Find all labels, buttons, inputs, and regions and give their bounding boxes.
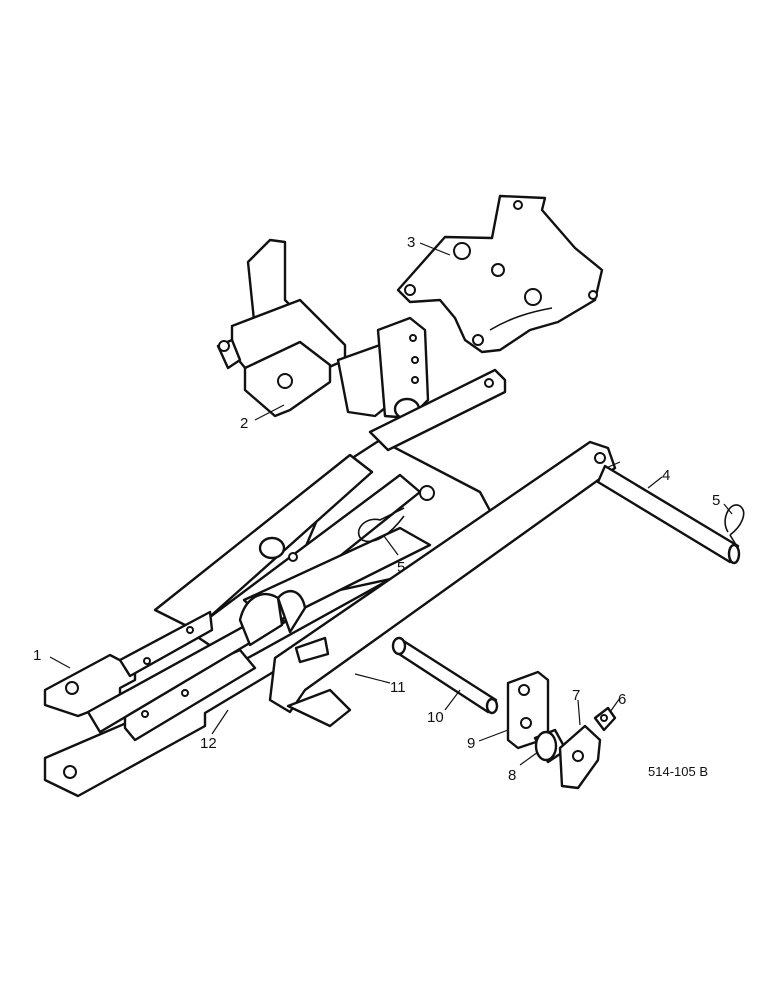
main-frame [153,368,507,654]
reference-code: 514-105 B [648,764,708,779]
callout-12: 12 [200,735,217,752]
callout-numbers: 1 2 3 4 5 5 6 7 8 9 10 11 12 [33,234,720,784]
callout-6: 6 [618,691,626,708]
callout-5-lower: 5 [397,559,405,576]
bracket-part-2 [216,238,430,421]
callout-11: 11 [390,679,406,696]
callout-9: 9 [467,735,475,752]
callout-10: 10 [427,709,444,726]
washer-plate-part-7 [558,724,602,790]
callout-8: 8 [508,767,516,784]
callout-7: 7 [572,687,580,704]
callout-2: 2 [240,415,248,432]
callout-5-upper: 5 [712,492,720,509]
clip-pin-part-5-upper [724,504,745,549]
short-arm-part-1 [43,610,287,734]
plate-part-3 [396,194,604,354]
sector-plates [238,536,307,647]
rod-part-4 [596,461,741,565]
pin-part-10 [391,636,499,715]
callout-1: 1 [33,647,41,664]
callout-4: 4 [662,467,670,484]
nut-part-6 [593,706,617,732]
callout-3: 3 [407,234,415,251]
lever-part-11 [268,440,617,728]
callout-leaders [49,242,733,766]
